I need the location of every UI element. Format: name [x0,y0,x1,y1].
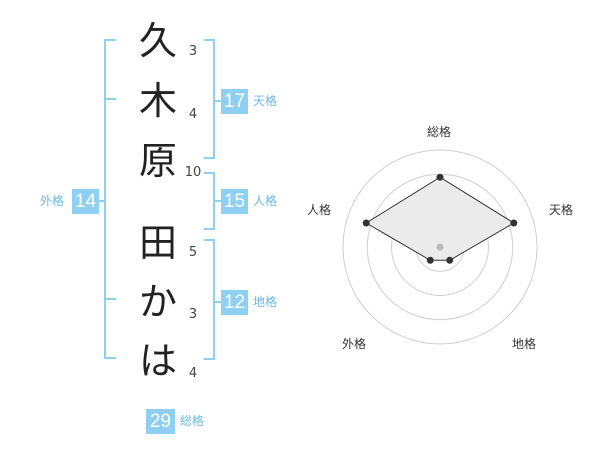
radar-center-dot [436,243,444,251]
tenkaku-bracket [204,39,215,159]
jinkaku-value-badge: 15 [221,189,248,214]
radar-grid-ring [342,149,538,345]
stroke-count-5: 3 [188,307,198,322]
radar-point-2 [510,219,518,227]
chikaku-bracket [204,239,215,360]
radar-label-soukaku: 総格 [427,125,452,139]
chikaku-value-badge: 12 [221,290,248,315]
name-char-4: 田 [138,221,177,265]
fortune-radar-chart [342,149,538,345]
radar-data-area [365,176,515,261]
gaikaku-value-badge: 14 [72,189,99,214]
radar-label-chikaku: 地格 [512,337,537,351]
name-char-5: か [138,280,177,324]
gaikaku-label: 外格 [40,194,65,208]
name-char-1: 久 [138,19,177,63]
soukaku-value-badge: 29 [146,409,175,434]
radar-label-tenkaku: 天格 [549,203,574,217]
gaikaku-bracket-tick [104,98,116,100]
gaikaku-bracket [104,39,116,359]
tenkaku-connector [214,100,221,102]
name-char-3: 原 [138,139,177,183]
jinkaku-label: 人格 [253,194,278,208]
radar-point-1 [436,173,444,181]
tenkaku-label: 天格 [253,94,278,108]
name-char-2: 木 [138,79,177,123]
radar-point-4 [426,256,434,264]
radar-data-points [362,173,518,264]
stroke-count-2: 4 [188,107,198,122]
chikaku-label: 地格 [253,295,278,309]
chikaku-connector [214,301,221,303]
soukaku-label: 総格 [180,414,205,428]
name-char-6: は [138,339,177,383]
stroke-count-4: 5 [188,245,198,260]
stroke-count-3: 10 [184,165,202,180]
stroke-count-6: 4 [188,366,198,381]
jinkaku-connector [214,200,221,202]
radar-label-jinkaku: 人格 [307,203,332,217]
radar-point-3 [446,256,454,264]
gaikaku-bracket-connector [99,200,105,202]
radar-point-5 [362,219,370,227]
tenkaku-value-badge: 17 [221,89,248,114]
stroke-count-1: 3 [188,44,198,59]
radar-label-gaikaku: 外格 [342,337,367,351]
gaikaku-bracket-tick [104,298,116,300]
